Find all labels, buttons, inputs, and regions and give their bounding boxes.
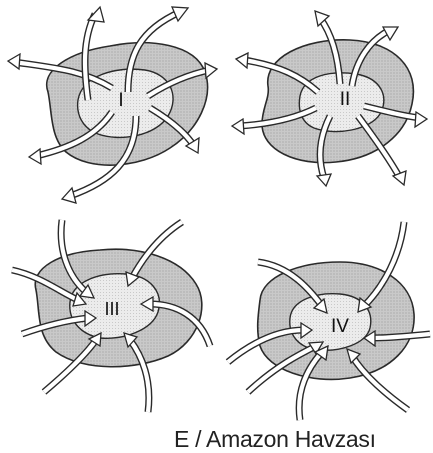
panel-1-label: I bbox=[118, 90, 123, 111]
panel-1: I bbox=[8, 7, 217, 203]
panel-2: II bbox=[232, 11, 427, 186]
panel-3-label: III bbox=[104, 299, 119, 319]
panel-4-label: IV bbox=[331, 316, 349, 337]
panel-2-label: II bbox=[340, 89, 351, 110]
panel-3: III bbox=[12, 220, 210, 412]
panel-4: IV bbox=[228, 222, 430, 420]
